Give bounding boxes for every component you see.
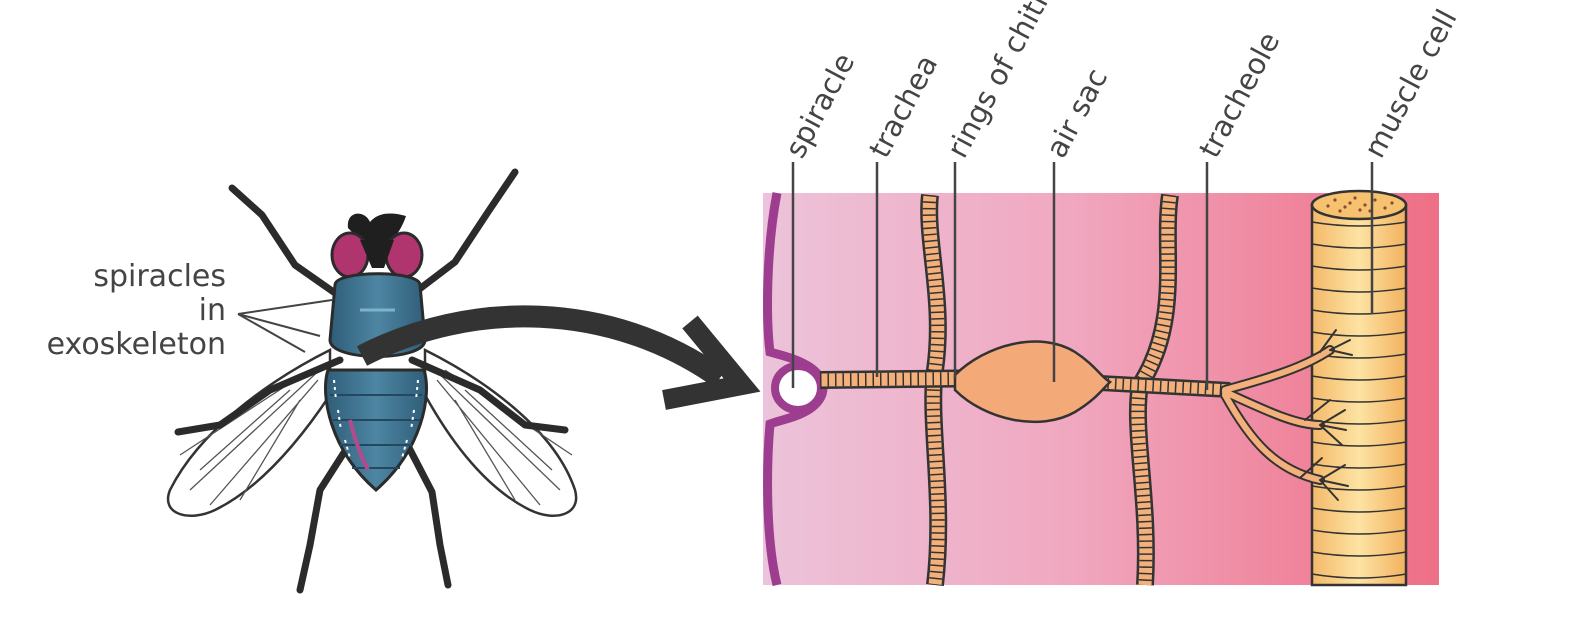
muscle-fibre-dot [1373,198,1377,202]
fly-head [330,213,424,279]
spiracles-leader-lines [237,299,333,353]
tracheal-section: spiracle trachea rings of chitin air sac… [763,0,1464,587]
spiracles-label-line3: exoskeleton [47,327,226,362]
label-spiracle: spiracle [778,47,861,163]
muscle-striation [1311,507,1407,513]
fly-legs [174,168,569,594]
muscle-fibre-dot [1383,206,1387,210]
muscle-striation [1311,573,1407,579]
muscle-striation [1311,287,1407,293]
muscle-fibre-dot [1338,209,1342,213]
fly-abdomen [324,368,428,492]
muscle-fibre-dot [1353,196,1357,200]
muscle-cell [1310,189,1408,587]
label-muscle-cell: muscle cell [1357,4,1463,164]
muscle-striation [1311,529,1407,535]
muscle-striation [1311,397,1407,403]
muscle-fibre-dot [1358,208,1362,212]
fly-illustration [166,168,578,594]
tracheoles [1220,329,1353,501]
label-trachea: trachea [862,49,944,163]
muscle-striation [1311,309,1407,315]
muscle-fibre-dot [1343,205,1347,209]
section-labels: spiracle trachea rings of chitin air sac… [778,0,1463,163]
muscle-fibre-dot [1390,201,1394,205]
muscle-striation [1311,441,1407,447]
muscle-striation [1311,375,1407,381]
muscle-fibre-dot [1348,201,1352,205]
air-sac [953,340,1113,424]
muscle-striation [1311,331,1407,337]
muscle-striation [1311,485,1407,491]
muscle-striation [1311,463,1407,469]
spiracles-callout: spiracles in exoskeleton [47,259,333,362]
label-leader-lines [791,162,1374,390]
spiracles-label-line1: spiracles [93,259,226,294]
spiracle-opening [771,362,825,414]
spiracles-label-line2: in [199,293,226,328]
label-air-sac: air sac [1039,63,1114,164]
muscle-striation [1311,243,1407,249]
muscle-fibre-dot [1333,198,1337,202]
right-wing [423,347,578,517]
muscle-striation [1311,551,1407,557]
muscle-fibre-dot [1326,204,1330,208]
muscle-striation [1311,265,1407,271]
zoom-arrow [356,305,761,410]
muscle-striation [1311,221,1407,227]
label-tracheole: tracheole [1192,26,1286,163]
muscle-fibre-dot [1363,203,1367,207]
